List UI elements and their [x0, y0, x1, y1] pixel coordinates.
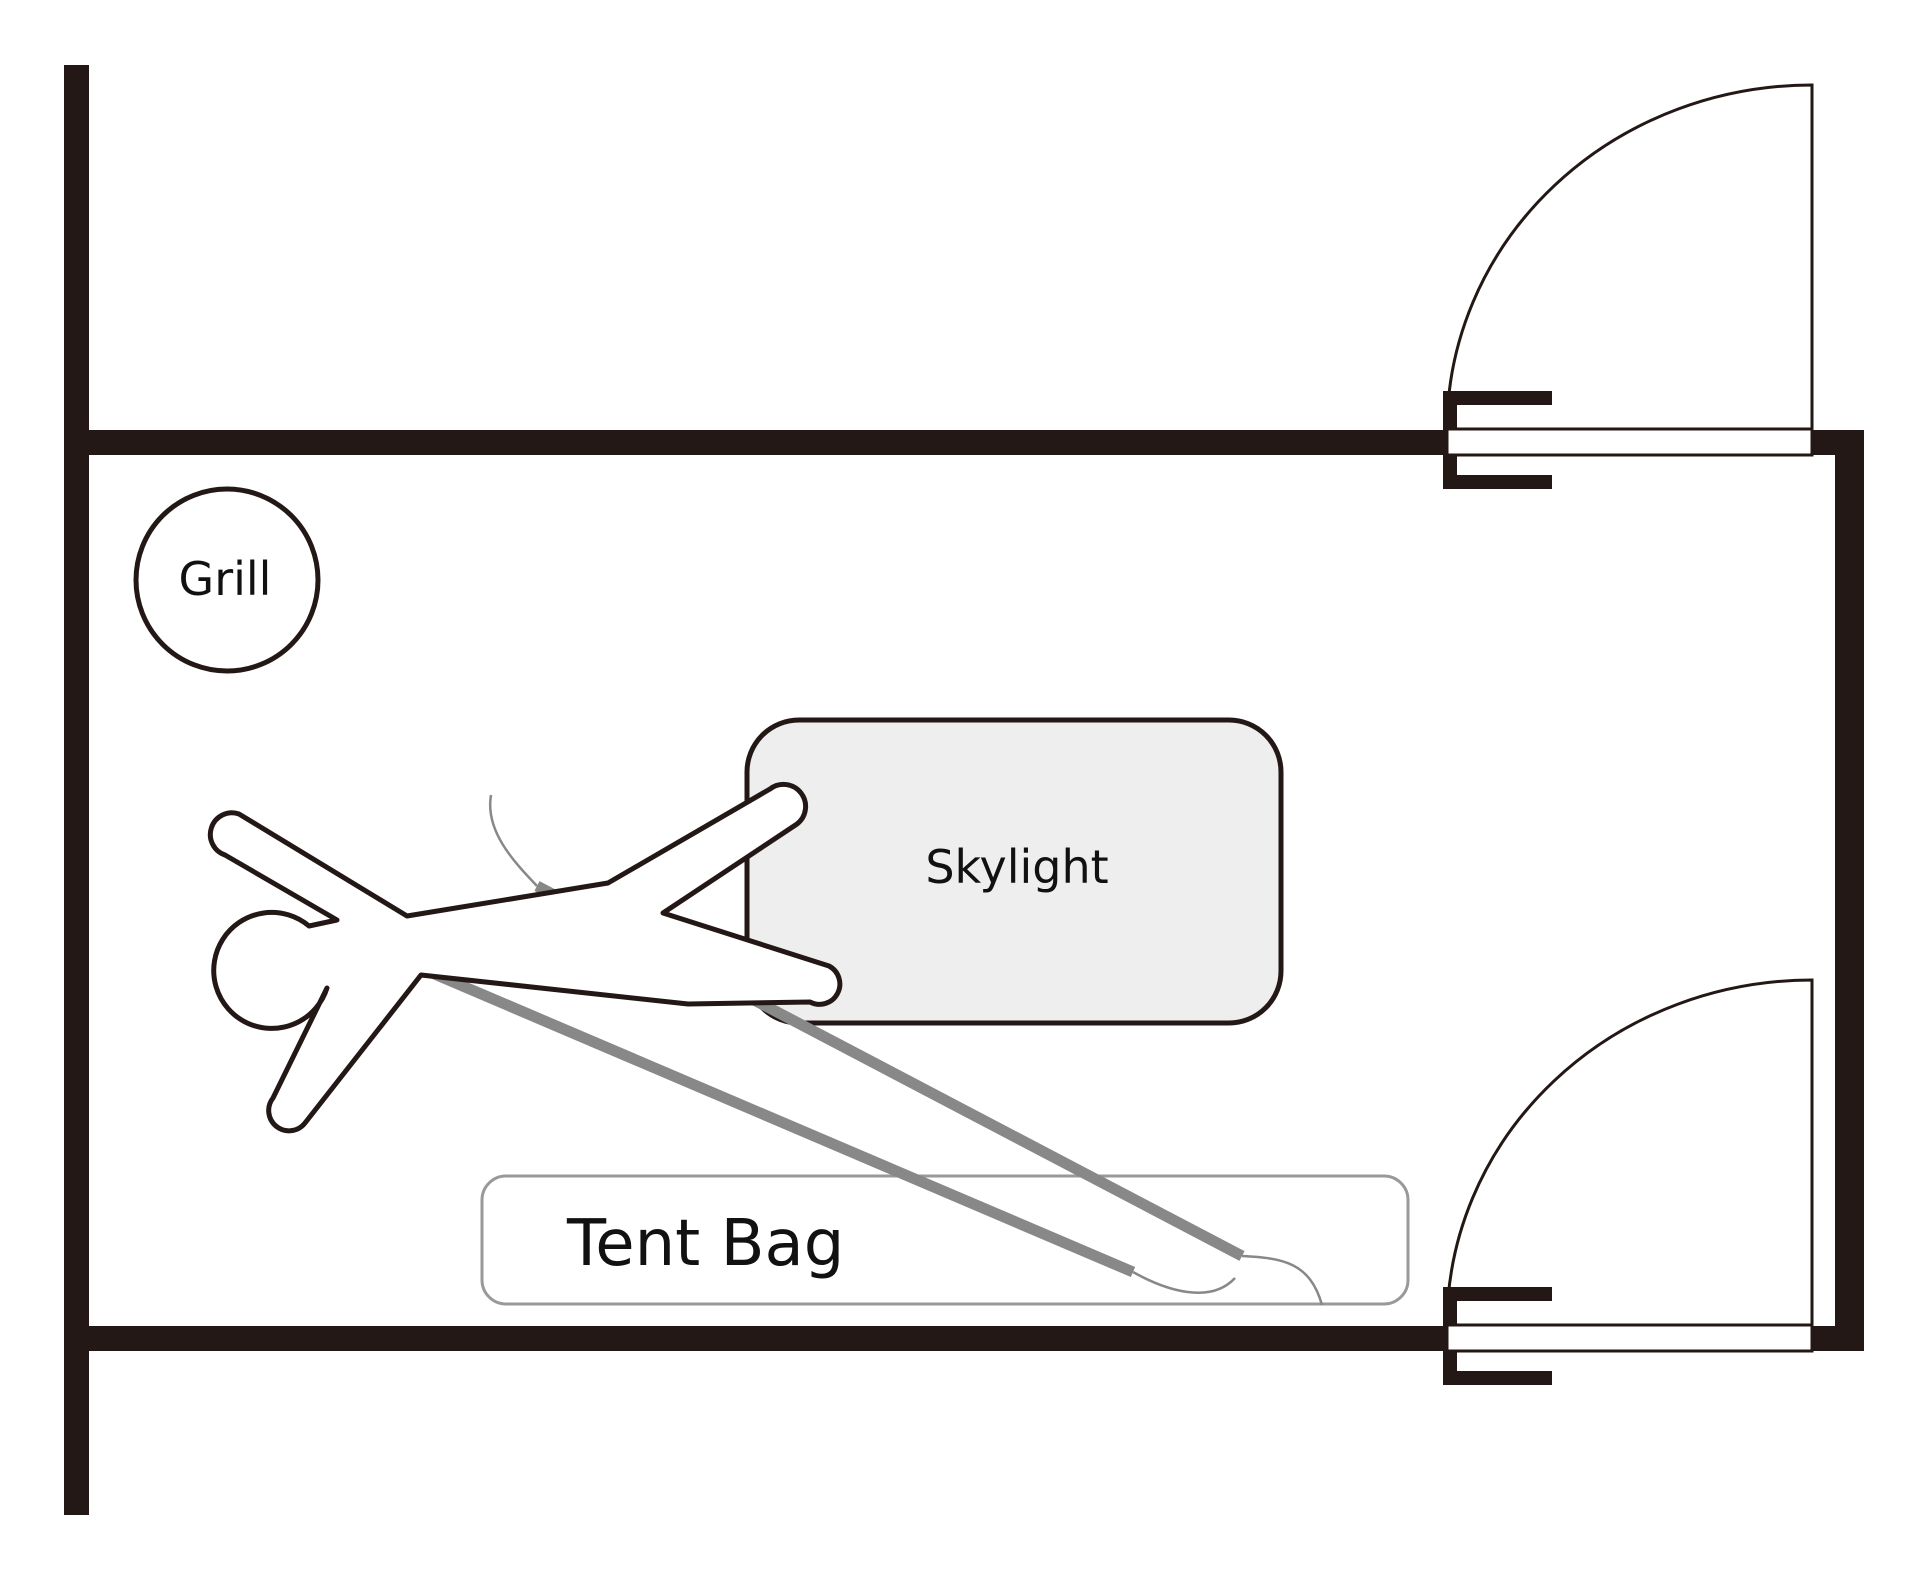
person-outline	[207, 781, 843, 1134]
person-figure	[207, 781, 843, 1134]
pole-thin-end	[1241, 1254, 1324, 1306]
door-leaf	[1445, 1323, 1814, 1353]
pole-lower	[422, 964, 1136, 1278]
door-frame-top	[1443, 1287, 1552, 1326]
grill: Grill	[133, 486, 321, 674]
pole-thin-lower	[1132, 1270, 1236, 1294]
upper-door	[1443, 83, 1814, 489]
grill-label: Grill	[179, 552, 272, 606]
door-frame-bottom	[1443, 1351, 1552, 1385]
left-wall	[64, 65, 89, 1515]
door-frame-bottom	[1443, 455, 1552, 489]
bottom-wall-right-stub	[1810, 1326, 1864, 1351]
grill-circle	[133, 486, 321, 674]
tent-bag: Tent Bag	[480, 1174, 1410, 1306]
lower-door	[1443, 978, 1814, 1385]
skylight-label: Skylight	[925, 840, 1108, 894]
skylight: Skylight	[744, 717, 1284, 1026]
walls	[64, 65, 1864, 1515]
bottom-wall	[64, 1326, 1454, 1351]
pole-thin-upper	[488, 794, 538, 887]
skylight-outline	[744, 717, 1284, 1026]
door-frame-top	[1443, 391, 1552, 430]
tent-bag-outline	[480, 1174, 1410, 1306]
door-swing-arc	[1445, 83, 1814, 430]
top-wall	[64, 430, 1454, 455]
top-wall-right-stub	[1810, 430, 1864, 455]
tent-bag-label: Tent Bag	[566, 1207, 844, 1281]
door-swing-arc	[1445, 978, 1814, 1326]
right-wall	[1835, 430, 1864, 1351]
door-leaf	[1445, 427, 1814, 457]
